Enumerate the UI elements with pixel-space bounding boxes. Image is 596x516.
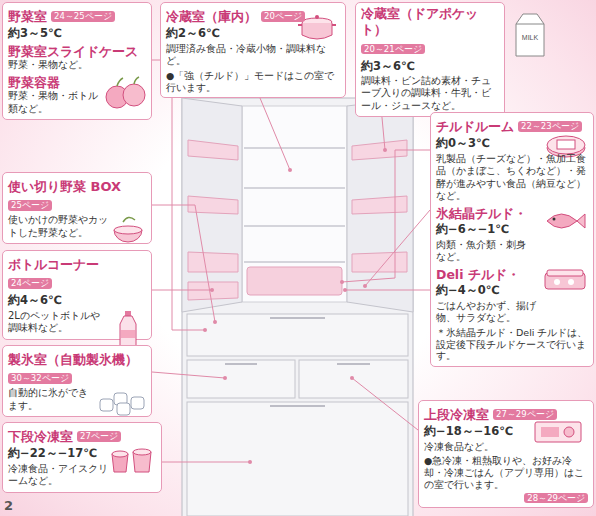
callout-box: 冷蔵室（ドアポケット） 20～21ページ約3～6℃ 調味料・ビン詰め素材・チューブ入… (355, 2, 505, 117)
page-ref: 20ページ (261, 11, 305, 22)
description: ごはんやおかず、揚げ物、サラダなど。 (436, 300, 546, 325)
description: 肉類・魚介類・刺身など。 (436, 239, 531, 264)
callout-box: 冷蔵室（庫内） 20ページ約2～6℃ 調理済み食品・冷蔵小物・調味料など。●「強（チ… (160, 2, 346, 98)
room-heading: チルドルーム (436, 119, 514, 135)
description: 調味料・ビン詰め素材・チューブ入りの調味料・牛乳・ビール・ジュースなど。 (361, 75, 499, 113)
deli-container-icon (543, 267, 587, 293)
cut-vegetable-icon (111, 214, 147, 244)
description: 野菜・果物・ボトル類など。 (8, 90, 100, 115)
description: 2Lのペットボトルや調味料など。 (8, 310, 100, 335)
page-ref: 20～21ページ (361, 44, 425, 55)
carton-label: MILK (522, 34, 539, 41)
temperature: 約3～6℃ (361, 59, 499, 73)
frozen-food-icon (533, 418, 585, 446)
description: 乳製品（チーズなど）・魚加工食品（かまぼこ、ちくわなど）・発酵が進みやすい食品（… (436, 153, 588, 203)
sub-heading: Deli チルド・ (436, 267, 588, 283)
room-heading: 使い切り野菜 BOX (8, 179, 121, 195)
description: 冷凍食品など。 (424, 441, 524, 454)
page-ref: 27～29ページ (493, 409, 557, 420)
room-heading: 製氷室（自動製氷機） (8, 352, 138, 368)
temperature: 約−4～0℃ (436, 283, 588, 297)
sub-heading: 野菜室スライドケース (8, 44, 146, 60)
callout-box: 野菜室 24～25ページ約3～5℃ 野菜室スライドケース野菜・果物など。野菜容器野菜… (2, 2, 152, 120)
description: 使いかけの野菜やカットした野菜など。 (8, 214, 108, 239)
note: ●急冷凍・粗熱取りや、お好み冷却・冷凍ごはん（アプリ専用）はこの室で行います。 (424, 455, 588, 491)
temperature: 約−22～−17℃ (8, 446, 156, 460)
callout-box: 製氷室（自動製氷機） 30～32ページ自動的に氷ができます。 (2, 345, 152, 417)
temperature: 約−6～−1℃ (436, 222, 588, 236)
callout-box: チルドルーム 22～23ページ約0～3℃ 乳製品（チーズなど）・魚加工食品（かまぼこ… (430, 112, 594, 367)
page-ref: 30～32ページ (8, 373, 72, 384)
description: 冷凍食品・アイスクリームなど。 (8, 463, 108, 488)
ice-cream-icon (109, 446, 157, 476)
callout-box: ボトルコーナー 24ページ約4～6℃ 2Lのペットボトルや調味料など。 (2, 250, 152, 340)
note: ●「強（チルド）」モードはこの室で行います。 (166, 70, 340, 94)
room-heading: 冷蔵室（庫内） (166, 9, 257, 25)
milk-carton-icon: MILK (512, 12, 548, 58)
callout-box: 下段冷凍室 27ページ約−22～−17℃ 冷凍食品・アイスクリームなど。 (2, 422, 162, 493)
temperature: 約0～3℃ (436, 136, 588, 150)
sub-heading: 氷結晶チルド・ (436, 206, 588, 222)
page-ref: 28～29ページ (524, 493, 588, 504)
callout-box: 使い切り野菜 BOX 25ページ使いかけの野菜やカットした野菜など。 (2, 172, 152, 244)
room-heading: ボトルコーナー (8, 257, 99, 273)
description: 野菜・果物など。 (8, 59, 146, 72)
temperature: 約−18～−16℃ (424, 424, 588, 438)
note: ＊氷結晶チルド・Deli チルドは、設定後下段チルドケースで行います。 (436, 327, 588, 363)
page-number: 2 (4, 498, 13, 513)
bottle-icon (117, 310, 139, 350)
room-heading: 野菜室 (8, 9, 47, 25)
room-heading: 上段冷凍室 (424, 407, 489, 423)
room-heading: 下段冷凍室 (8, 429, 73, 445)
description: 自動的に氷ができます。 (8, 387, 92, 412)
page-ref: 24～25ページ (51, 11, 115, 22)
page-ref: 25ページ (8, 200, 52, 211)
ice-cube-icon (97, 387, 147, 417)
page-ref: 24ページ (8, 278, 52, 289)
callout-box: 上段冷凍室 27～29ページ約−18～−16℃ 冷凍食品など。●急冷凍・粗熱取りや、… (418, 400, 594, 508)
description: 調理済み食品・冷蔵小物・調味料など。 (166, 43, 340, 68)
page-ref: 22～23ページ (518, 121, 582, 132)
fish-icon (543, 206, 587, 236)
sub-heading: 野菜容器 (8, 75, 146, 91)
room-heading: 冷蔵室（ドアポケット） (361, 6, 495, 39)
temperature: 約3～5℃ (8, 26, 146, 40)
temperature: 約2～6℃ (166, 26, 340, 40)
temperature: 約4～6℃ (8, 293, 146, 307)
apple-icon (103, 73, 147, 113)
page-ref: 27ページ (77, 431, 121, 442)
